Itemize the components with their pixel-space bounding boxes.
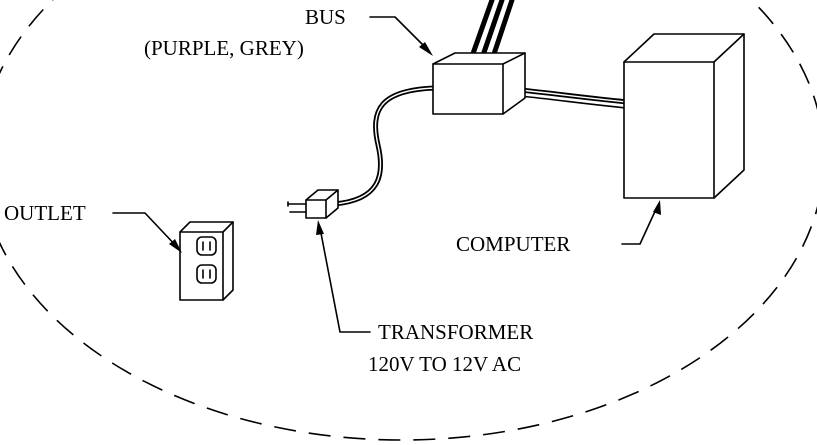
outlet-leader [112,212,179,249]
wall-outlet [179,221,234,301]
transformer-plug [287,189,339,219]
outlet-leader-arrow [169,239,182,253]
computer-leader-arrow [653,200,661,215]
outlet-label: OUTLET [4,201,86,225]
bus-leader [369,16,429,51]
transformer-spec-label: 120V TO 12V AC [368,352,521,376]
computer-label: COMPUTER [456,232,570,256]
transformer-cable [331,85,438,207]
transformer-leader-arrow [316,220,324,235]
computer-leader [621,206,658,245]
bus-colors-label: (PURPLE, GREY) [144,36,304,60]
transformer-leader [319,227,371,333]
bus-label: BUS [305,5,346,29]
transformer-label: TRANSFORMER [378,320,533,344]
bus-junction-box [432,52,526,115]
bus-leader-arrow [419,42,433,56]
computer-box [623,33,745,199]
